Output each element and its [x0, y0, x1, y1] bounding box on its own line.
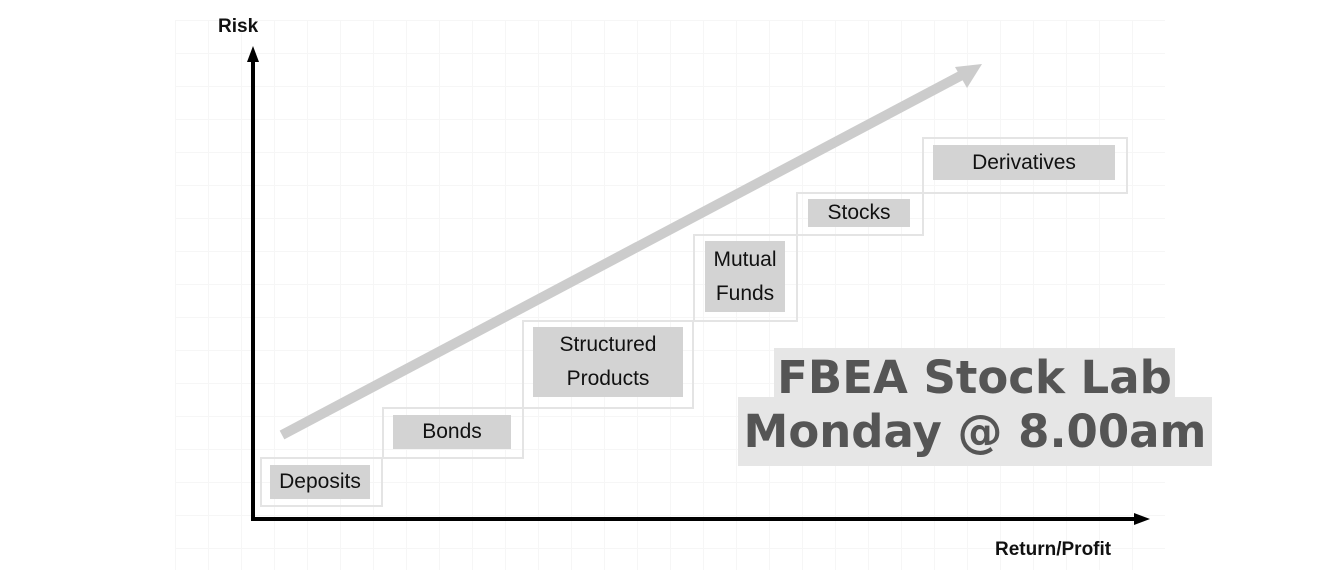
- tag-stocks: Stocks: [808, 199, 910, 227]
- y-axis-label: Risk: [218, 16, 259, 37]
- step-deposits: [260, 457, 383, 507]
- tag-mutual-funds: Mutual Funds: [705, 241, 785, 312]
- tag-deposits: Deposits: [270, 465, 370, 499]
- step-structured-products: [522, 320, 694, 409]
- step-stocks: [796, 192, 924, 236]
- y-axis-arrowhead: [247, 46, 259, 62]
- step-derivatives: [922, 137, 1128, 194]
- tag-derivatives: Derivatives: [933, 145, 1115, 180]
- tag-structured-products: Structured Products: [533, 327, 683, 397]
- x-axis-arrowhead: [1134, 513, 1150, 525]
- tag-bonds: Bonds: [393, 415, 511, 449]
- step-bonds: [382, 407, 524, 459]
- step-mutual-funds: [693, 234, 798, 322]
- x-axis-label: Return/Profit: [995, 539, 1112, 560]
- trend-arrow-shaft: [279, 70, 965, 440]
- trend-arrow-head: [955, 64, 982, 88]
- banner-schedule: Monday @ 8.00am: [738, 397, 1212, 466]
